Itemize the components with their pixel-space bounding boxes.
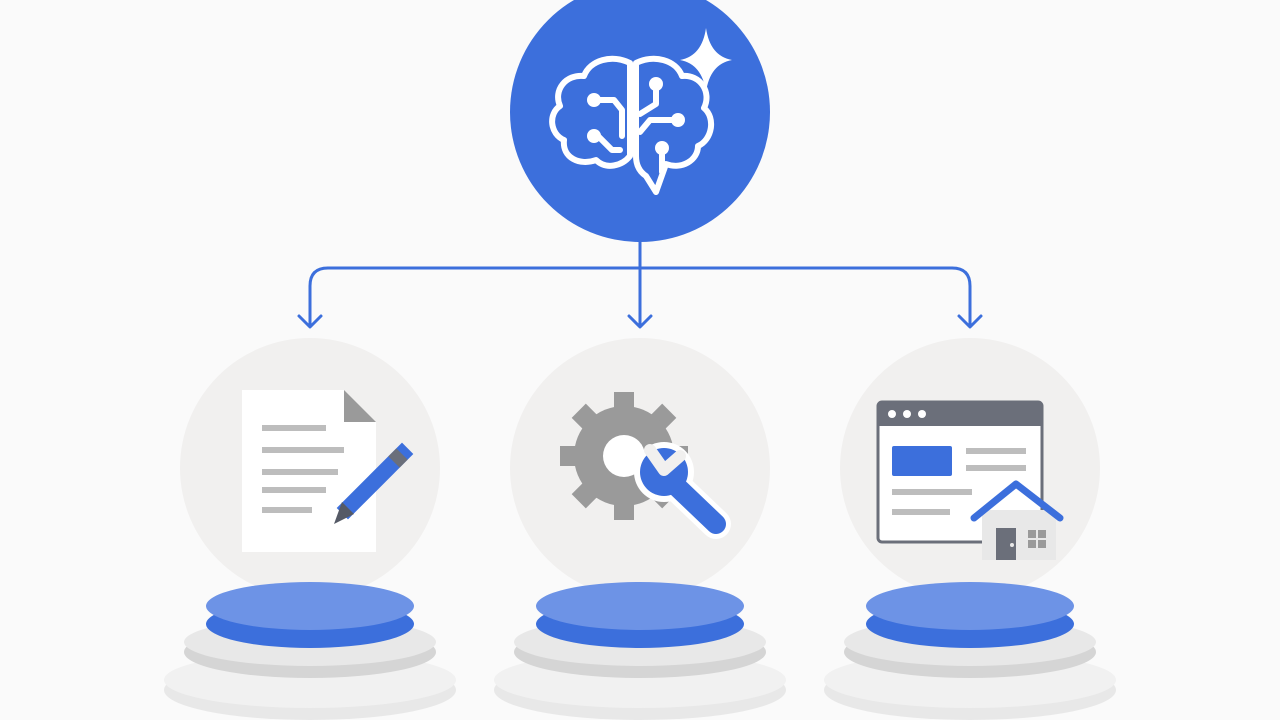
- document-edit-icon: [242, 390, 414, 552]
- browser-window-icon: [876, 400, 1044, 544]
- arrow-head-center: [627, 314, 653, 329]
- home-icon: [970, 480, 1064, 560]
- node-document: [164, 338, 456, 720]
- node-website: [824, 338, 1116, 720]
- gear-wrench-icon: [560, 392, 731, 539]
- hub-node: [510, 0, 770, 242]
- brain-circuit-nodes: [587, 77, 685, 155]
- arrow-head-right: [957, 314, 983, 329]
- pencil-icon: [334, 442, 414, 524]
- hub-circle: [510, 0, 770, 242]
- sparkle-icon: [680, 28, 732, 92]
- wrench-icon: [634, 442, 731, 539]
- connector-left: [308, 266, 330, 328]
- node-settings: [494, 338, 786, 720]
- connector-right: [950, 266, 972, 328]
- browser-home-icon: [876, 400, 1064, 560]
- brain-circuit-icon: [549, 55, 715, 195]
- arrow-head-left: [297, 314, 323, 329]
- branch-connector: [297, 240, 983, 329]
